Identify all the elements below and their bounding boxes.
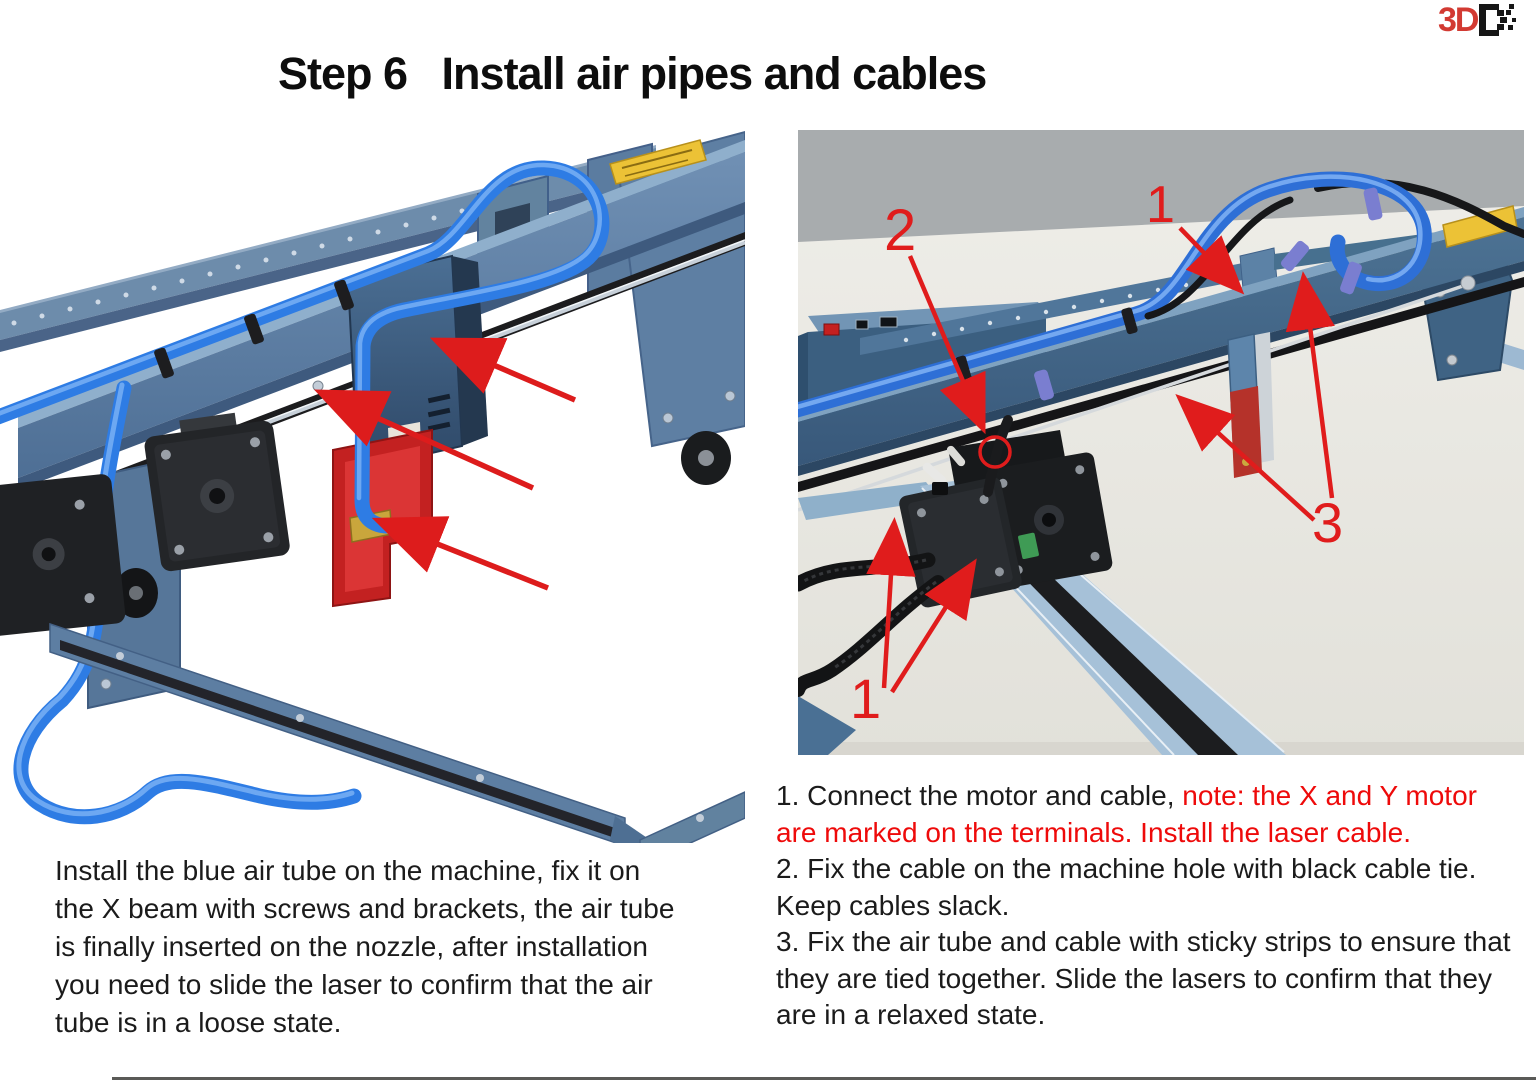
tube-clip (334, 279, 354, 311)
bottom-rule (112, 1077, 1536, 1080)
laser-engraver-photo: 2 1 3 1 (782, 130, 1528, 756)
motor-terminal (932, 482, 948, 495)
motor-connector-wire (946, 445, 966, 467)
arrow-to-belt (313, 389, 535, 491)
air-tube-beam-run (0, 160, 610, 534)
velcro-strap (1340, 261, 1362, 295)
velcro-strap (1363, 187, 1383, 221)
rod-nut (1460, 275, 1476, 291)
caption-line: they are tied together. Slide the lasers… (776, 962, 1492, 994)
green-pcb (1018, 532, 1039, 560)
caption-line: is finally inserted on the nozzle, after… (55, 931, 648, 962)
velcro-strap (1280, 240, 1310, 272)
right-caption: 1. Connect the motor and cable, note: th… (776, 778, 1511, 1034)
caption-line: you need to slide the laser to confirm t… (55, 969, 653, 1000)
caption-line: the X beam with screws and brackets, the… (55, 893, 675, 924)
caption-line: Install the blue air tube on the machine… (55, 855, 641, 886)
pixelated-d-icon (1479, 4, 1517, 36)
velcro-strap (1034, 369, 1054, 401)
port (879, 316, 898, 328)
cable-through-hole (983, 415, 1013, 497)
arrow-3-strap (1285, 271, 1335, 499)
right-figure-photo: 2 1 3 1 (782, 130, 1528, 760)
label-1-bottom: 1 (850, 667, 881, 730)
red-note-text: note: the X and Y motor (1182, 780, 1477, 811)
x-stepper-motor (144, 412, 290, 572)
power-switch (823, 323, 840, 336)
usb-port (855, 319, 869, 330)
arrow-1-top (1178, 226, 1245, 295)
left-figure-render (0, 128, 746, 868)
left-caption: Install the blue air tube on the machine… (55, 852, 674, 1042)
braided-cable (791, 575, 945, 697)
laser-module (1227, 332, 1274, 478)
arrow-2 (907, 255, 986, 435)
circle-cable-hole (978, 435, 1012, 469)
arrow-3-belt (1175, 393, 1316, 522)
x-belt (798, 277, 1524, 492)
laser-engraver-render (0, 130, 746, 868)
frame-corner (798, 696, 856, 755)
arrow-to-nozzle (371, 516, 550, 591)
arrow-to-clip (429, 337, 577, 403)
caption-line: are in a relaxed state. (776, 999, 1046, 1030)
label-3: 3 (1312, 491, 1343, 554)
arrow-1-connector (866, 517, 916, 689)
far-left-motor (0, 474, 126, 637)
steel-rod (797, 283, 1467, 512)
red-note-text: are marked on the terminals. Install the… (776, 816, 1411, 848)
cable-tie (1121, 307, 1138, 335)
caption-line: 3. Fix the air tube and cable with stick… (776, 926, 1511, 957)
logo-text: 3D (1438, 1, 1479, 39)
red-shield (1230, 386, 1262, 478)
motor-connector-wire (922, 462, 947, 485)
caption-line: 1. Connect the motor and cable, note: th… (776, 780, 1477, 811)
label-1-top: 1 (1146, 176, 1175, 234)
caption-line: Keep cables slack. (776, 889, 1010, 921)
photo-annotations: 2 1 3 1 (850, 176, 1343, 730)
arrow-1-pcb (890, 558, 977, 694)
wall-background (798, 130, 1524, 242)
label-2: 2 (884, 198, 916, 263)
brand-logo: 3D (1438, 1, 1517, 39)
tube-clip (154, 347, 174, 379)
tube-clip (244, 313, 264, 345)
annotation-arrows (313, 337, 577, 591)
caption-line: tube is in a loose state. (55, 1007, 342, 1038)
caption-line: 2. Fix the cable on the machine hole wit… (776, 853, 1477, 884)
page-title: Step 6 Install air pipes and cables (278, 48, 987, 99)
